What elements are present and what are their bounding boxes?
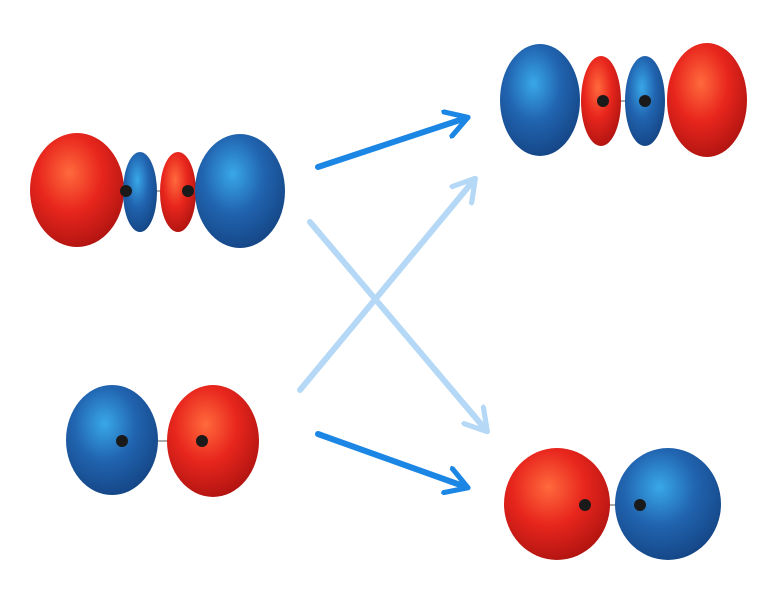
nucleus (579, 499, 591, 511)
orbital-right-top (500, 43, 747, 157)
red-lobe (504, 448, 610, 560)
major-arrow-top-left-to-top-right (315, 118, 466, 170)
major-arrow-bottom-left-to-bottom-right (315, 431, 466, 487)
red-lobe (167, 385, 259, 497)
blue-lobe-inner (123, 152, 157, 232)
red-lobe-inner (160, 152, 196, 232)
minor-arrow-bottom-left-to-top-right (297, 180, 474, 393)
orbital-left-top (30, 133, 285, 248)
blue-lobe (66, 385, 158, 495)
nucleus (182, 185, 194, 197)
nucleus (639, 95, 651, 107)
nucleus (116, 435, 128, 447)
orbital-right-bottom (504, 448, 721, 560)
nucleus (196, 435, 208, 447)
blue-lobe-outer (195, 134, 285, 248)
red-lobe-outer (30, 133, 124, 247)
minor-arrow-top-left-to-bottom-right (307, 219, 486, 430)
arrow-layer (297, 118, 486, 487)
nucleus (597, 95, 609, 107)
nucleus (634, 499, 646, 511)
blue-lobe-outer (500, 44, 580, 156)
blue-lobe (615, 448, 721, 560)
red-lobe-outer (667, 43, 747, 157)
orbital-left-bottom (66, 385, 259, 497)
nucleus (120, 185, 132, 197)
